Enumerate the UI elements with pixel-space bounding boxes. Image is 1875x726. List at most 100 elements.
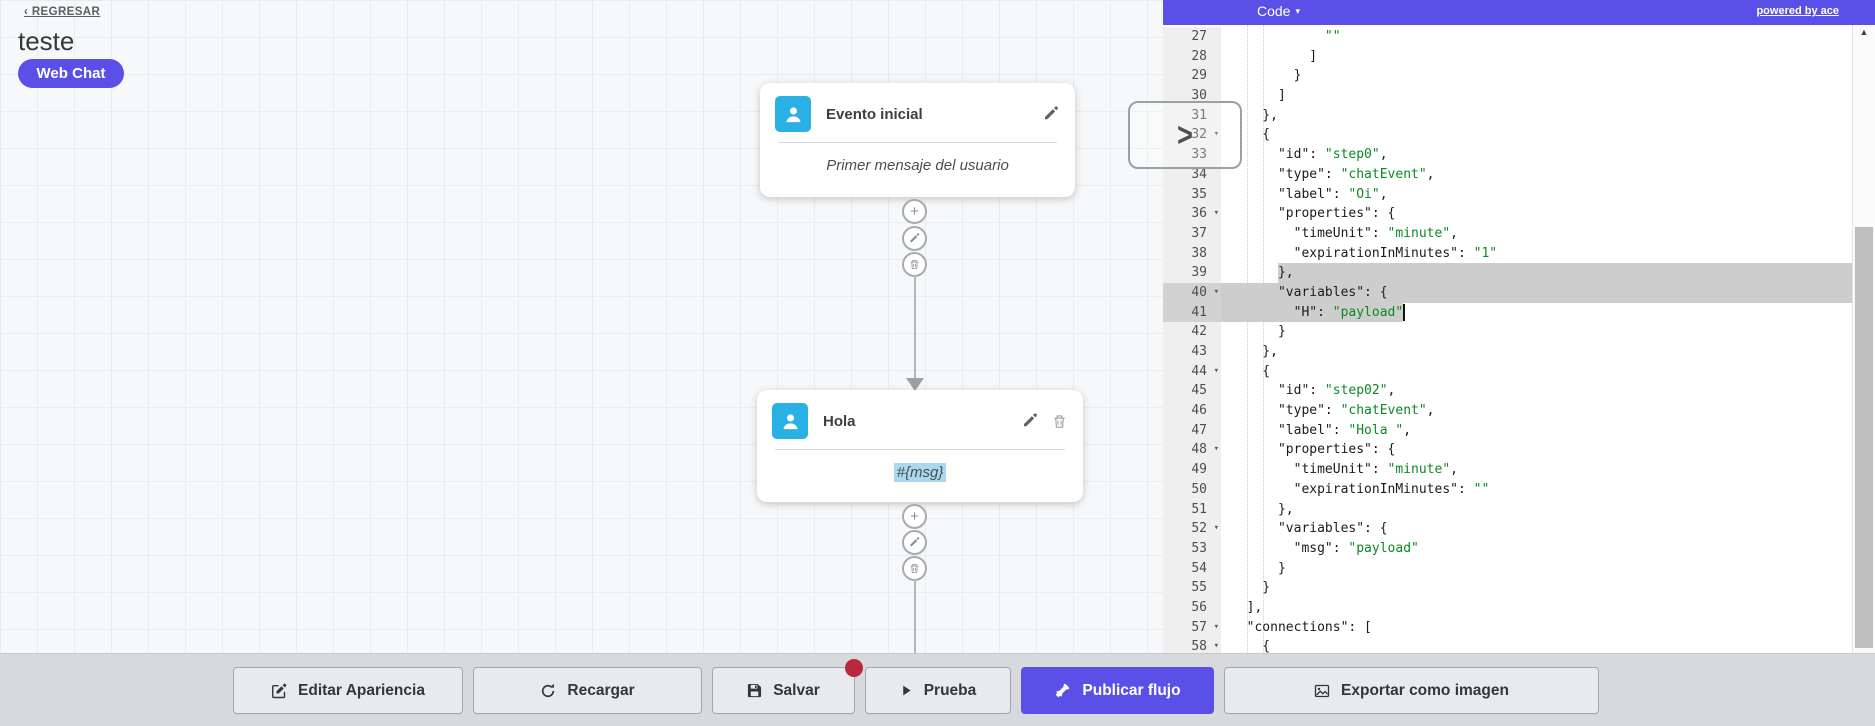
gutter-line-number[interactable]: 27	[1163, 27, 1221, 47]
gutter-line-number[interactable]: 48▾	[1163, 440, 1221, 461]
code-line-30[interactable]: 30 ]	[1163, 86, 1853, 106]
gutter-line-number[interactable]: 53	[1163, 538, 1221, 559]
code-line-40[interactable]: 40▾ "variables": {	[1163, 282, 1853, 303]
code-line-27[interactable]: 27 ""	[1163, 27, 1853, 47]
delete-connection-button[interactable]	[902, 556, 927, 581]
scrollbar-thumb[interactable]	[1855, 227, 1873, 648]
code-scrollbar[interactable]: ▲	[1852, 25, 1875, 653]
gutter-line-number[interactable]: 34	[1163, 164, 1221, 185]
gutter-line-number[interactable]: 30	[1163, 86, 1221, 106]
code-line-48[interactable]: 48▾ "properties": {	[1163, 440, 1853, 461]
scroll-up-arrow-icon[interactable]: ▲	[1859, 27, 1869, 37]
code-line-44[interactable]: 44▾ {	[1163, 361, 1853, 382]
gutter-line-number[interactable]: 31	[1163, 105, 1221, 126]
code-line-31[interactable]: 31 },	[1163, 105, 1853, 126]
gutter-line-number[interactable]: 38	[1163, 243, 1221, 264]
code-mode-dropdown[interactable]: Code▾	[1257, 3, 1300, 19]
code-line-45[interactable]: 45 "id": "step02",	[1163, 381, 1853, 402]
code-line-52[interactable]: 52▾ "variables": {	[1163, 519, 1853, 539]
fold-arrow-icon[interactable]: ▾	[1213, 129, 1219, 140]
gutter-line-number[interactable]: 58▾	[1163, 637, 1221, 653]
gutter-line-number[interactable]: 42	[1163, 322, 1221, 342]
edit-node-button[interactable]	[1043, 106, 1059, 122]
code-line-29[interactable]: 29 }	[1163, 66, 1853, 87]
gutter-line-number[interactable]: 49	[1163, 460, 1221, 480]
fold-arrow-icon[interactable]: ▾	[1213, 621, 1219, 632]
edit-connection-button[interactable]	[902, 226, 927, 251]
code-line-51[interactable]: 51 },	[1163, 499, 1853, 520]
code-line-35[interactable]: 35 "label": "Oi",	[1163, 184, 1853, 205]
fold-arrow-icon[interactable]: ▾	[1213, 208, 1219, 219]
code-line-37[interactable]: 37 "timeUnit": "minute",	[1163, 223, 1853, 244]
code-line-41[interactable]: 41 "H": "payload"	[1163, 302, 1853, 323]
gutter-line-number[interactable]: 55	[1163, 578, 1221, 598]
code-line-47[interactable]: 47 "label": "Hola ",	[1163, 420, 1853, 441]
code-line-46[interactable]: 46 "type": "chatEvent",	[1163, 401, 1853, 421]
code-line-33[interactable]: 33 "id": "step0",	[1163, 145, 1853, 165]
recargar-button[interactable]: Recargar	[473, 667, 702, 714]
publicar-flujo-button[interactable]: Publicar flujo	[1021, 667, 1214, 714]
code-line-28[interactable]: 28 ]	[1163, 46, 1853, 67]
code-line-42[interactable]: 42 }	[1163, 322, 1853, 342]
gutter-line-number[interactable]: 37	[1163, 223, 1221, 244]
code-line-39[interactable]: 39 },	[1163, 263, 1853, 283]
fold-arrow-icon[interactable]: ▾	[1213, 641, 1219, 652]
add-step-button[interactable]: +	[902, 504, 927, 529]
code-line-50[interactable]: 50 "expirationInMinutes": ""	[1163, 479, 1853, 500]
gutter-line-number[interactable]: 57▾	[1163, 617, 1221, 638]
code-line-38[interactable]: 38 "expirationInMinutes": "1"	[1163, 243, 1853, 264]
delete-connection-button[interactable]	[902, 252, 927, 277]
edit-connection-button[interactable]	[902, 530, 927, 555]
powered-by-ace-link[interactable]: powered by ace	[1756, 5, 1839, 17]
node-evento-inicial[interactable]: Evento inicial Primer mensaje del usuari…	[760, 83, 1075, 197]
code-line-53[interactable]: 53 "msg": "payload"	[1163, 538, 1853, 559]
fold-arrow-icon[interactable]: ▾	[1213, 365, 1219, 376]
gutter-line-number[interactable]: 47	[1163, 420, 1221, 441]
prueba-button[interactable]: Prueba	[865, 667, 1011, 714]
code-line-55[interactable]: 55 }	[1163, 578, 1853, 598]
fold-arrow-icon[interactable]: ▾	[1213, 286, 1219, 297]
code-line-56[interactable]: 56 ],	[1163, 597, 1853, 618]
code-line-36[interactable]: 36▾ "properties": {	[1163, 204, 1853, 224]
exportar-imagen-button[interactable]: Exportar como imagen	[1224, 667, 1599, 714]
flow-canvas[interactable]: ‹ REGRESAR teste Web Chat Evento inicial…	[0, 0, 1163, 653]
edit-node-button[interactable]	[1022, 413, 1038, 429]
editar-apariencia-button[interactable]: Editar Apariencia	[233, 667, 463, 714]
gutter-line-number[interactable]: 35	[1163, 184, 1221, 205]
code-line-54[interactable]: 54 }	[1163, 558, 1853, 579]
fold-arrow-icon[interactable]: ▾	[1213, 444, 1219, 455]
gutter-line-number[interactable]: 32▾	[1163, 125, 1221, 146]
gutter-line-number[interactable]: 36▾	[1163, 204, 1221, 224]
back-link[interactable]: ‹ REGRESAR	[24, 6, 101, 18]
node-hola[interactable]: Hola #{msg}	[757, 390, 1083, 502]
gutter-line-number[interactable]: 28	[1163, 46, 1221, 67]
code-editor[interactable]: 27 ""28 ]29 }30 ]31 },32▾ {33 "id": "ste…	[1163, 25, 1853, 653]
gutter-line-number[interactable]: 50	[1163, 479, 1221, 500]
user-icon	[772, 403, 808, 439]
salvar-button[interactable]: Salvar	[712, 659, 863, 714]
gutter-line-number[interactable]: 39	[1163, 263, 1221, 283]
gutter-line-number[interactable]: 52▾	[1163, 519, 1221, 539]
gutter-line-number[interactable]: 45	[1163, 381, 1221, 402]
code-line-57[interactable]: 57▾ "connections": [	[1163, 617, 1853, 638]
code-line-34[interactable]: 34 "type": "chatEvent",	[1163, 164, 1853, 185]
gutter-line-number[interactable]: 51	[1163, 499, 1221, 520]
gutter-line-number[interactable]: 40▾	[1163, 282, 1221, 303]
gutter-line-number[interactable]: 43	[1163, 342, 1221, 362]
gutter-line-number[interactable]: 54	[1163, 558, 1221, 579]
code-line-58[interactable]: 58▾ {	[1163, 637, 1853, 653]
gutter-line-number[interactable]: 33	[1163, 145, 1221, 165]
code-line-32[interactable]: 32▾ {	[1163, 125, 1853, 146]
delete-node-button[interactable]	[1052, 414, 1067, 429]
user-icon	[775, 96, 811, 132]
gutter-line-number[interactable]: 56	[1163, 597, 1221, 618]
code-line-43[interactable]: 43 },	[1163, 342, 1853, 362]
fold-arrow-icon[interactable]: ▾	[1213, 523, 1219, 534]
gutter-line-number[interactable]: 41	[1163, 302, 1221, 323]
add-step-button[interactable]: +	[902, 199, 927, 224]
gutter-line-number[interactable]: 44▾	[1163, 361, 1221, 382]
code-panel-toggle[interactable]: >	[1128, 101, 1242, 169]
gutter-line-number[interactable]: 46	[1163, 401, 1221, 421]
code-line-49[interactable]: 49 "timeUnit": "minute",	[1163, 460, 1853, 480]
gutter-line-number[interactable]: 29	[1163, 66, 1221, 87]
